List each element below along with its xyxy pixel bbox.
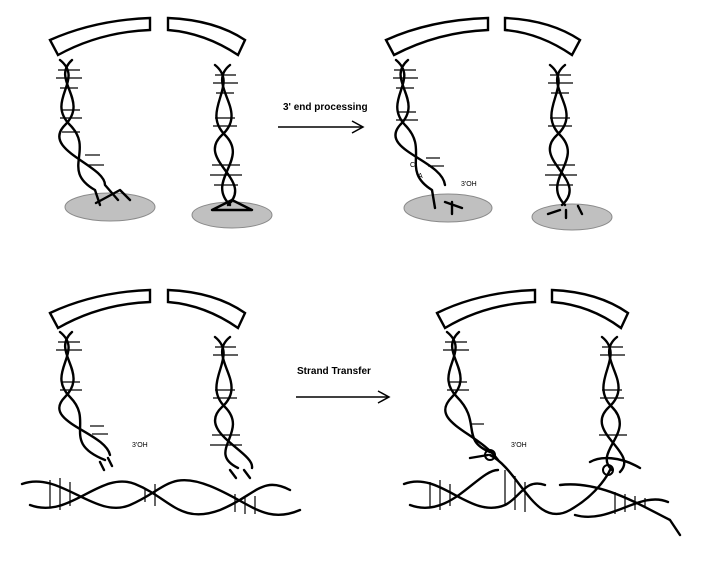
target-dna (20, 478, 302, 516)
target-dna-joined (402, 453, 682, 537)
panel-before-transfer: 3'OH (20, 288, 302, 516)
transfer-end-label: 3'OH (132, 442, 148, 449)
step-label-transfer: Strand Transfer (297, 366, 371, 377)
linker-arch-left (48, 288, 152, 330)
base-label-a: A (418, 173, 423, 180)
viral-dna-end-right (210, 335, 254, 480)
panel-after-transfer: 3'OH (402, 288, 682, 537)
processed-end-label: 3'OH (461, 181, 477, 188)
viral-dna-end-right (210, 63, 254, 212)
integrase-disc (191, 201, 273, 229)
linker-arch-right (503, 16, 582, 57)
integrase-disc (64, 192, 156, 222)
transfer-end-label: 3'OH (511, 442, 527, 449)
viral-dna-end-left (56, 330, 114, 472)
viral-dna-end-left (56, 58, 132, 207)
step-label-processing: 3' end processing (283, 102, 368, 113)
step-arrow-transfer: Strand Transfer (296, 366, 391, 404)
panel-after-processing: C A 3'OH (384, 16, 613, 231)
step-arrow-processing: 3' end processing (278, 102, 368, 134)
base-label-c: C (410, 162, 415, 169)
viral-dna-end-right (545, 63, 584, 220)
panel-before-processing (48, 16, 273, 229)
linker-arch-right (166, 16, 247, 57)
linker-arch-left (435, 288, 537, 330)
linker-arch-left (384, 16, 490, 57)
linker-arch-right (550, 288, 630, 330)
viral-dna-end-right (588, 335, 642, 476)
integrase-disc (403, 193, 493, 223)
linker-arch-right (166, 288, 247, 330)
integrase-disc (531, 203, 613, 231)
linker-arch-left (48, 16, 152, 57)
viral-dna-end-left (443, 330, 500, 462)
viral-dna-end-left (393, 58, 464, 216)
